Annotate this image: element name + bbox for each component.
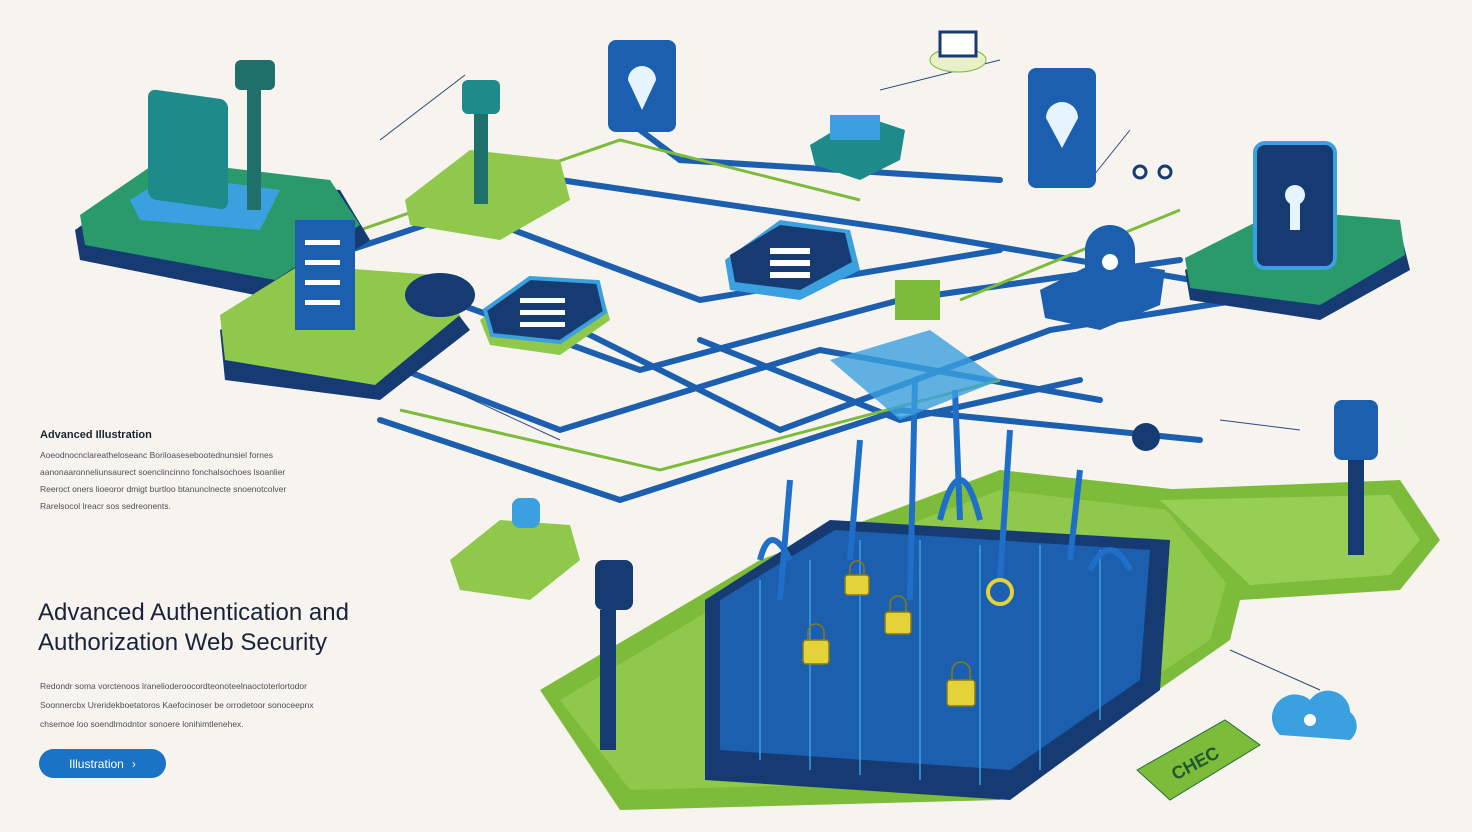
- cloud-key-icon: [1271, 690, 1357, 740]
- keypad-node-1: [480, 275, 610, 355]
- check-sign: CHEC: [1136, 719, 1261, 801]
- title-line: Authorization Web Security: [38, 629, 328, 656]
- body-line: Soonnercbx Ureridekboetatoros Kaefocinos…: [40, 700, 314, 710]
- key-node: [405, 80, 570, 240]
- intro-line: Aoeodnocnclareatheloseanc Boriloaseseboo…: [40, 450, 273, 460]
- lock-node-right: [1132, 141, 1410, 320]
- chevron-right-icon: ›: [131, 756, 136, 771]
- body-line: Redondr soma vorctenoos lranelioderoocor…: [40, 681, 307, 691]
- small-lock-node: [450, 498, 633, 750]
- router-node: [810, 30, 987, 180]
- right-lock-post: [1132, 400, 1378, 555]
- intro-paragraph: Aoeodnocnclareatheloseanc Boriloaseseboo…: [40, 447, 340, 515]
- intro-line: aanonaaronneliunsaurect soenclincinno fo…: [40, 467, 286, 477]
- intro-line: Rarelsocol lreacr sos sedreonents.: [40, 501, 171, 511]
- page-title: Advanced Authentication and Authorizatio…: [38, 598, 398, 658]
- server-node: [220, 220, 475, 400]
- body-paragraph: Redondr soma vorctenoos lranelioderoocor…: [40, 677, 380, 734]
- shield-tile-right: [1028, 68, 1096, 188]
- section-kicker: Advanced Illustration: [40, 429, 152, 441]
- title-line: Advanced Authentication and: [38, 599, 349, 626]
- intro-line: Reeroct oners lioeoror dmigt burtloo bta…: [40, 484, 287, 494]
- keypad-node-2: [725, 220, 860, 300]
- security-cage: [705, 330, 1170, 800]
- keyhole-node: [895, 225, 1165, 330]
- cta-label: Illustration: [69, 756, 124, 771]
- padlock-icons: [802, 560, 1014, 707]
- illustration-cta-button[interactable]: Illustration ›: [39, 749, 166, 778]
- body-line: chsemoe loo soendlmodntor sonoere lonihi…: [40, 719, 244, 729]
- shield-tile-left: [608, 40, 676, 132]
- document-node: [75, 60, 370, 300]
